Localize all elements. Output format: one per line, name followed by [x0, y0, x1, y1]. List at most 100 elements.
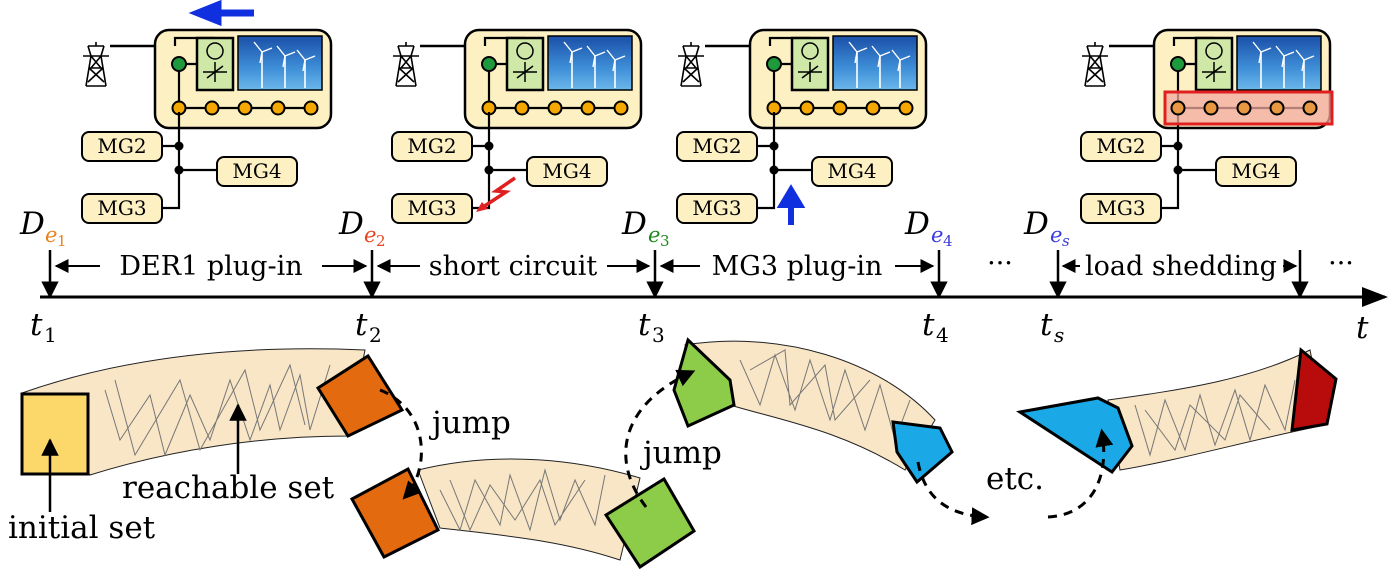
mg3-label: MG3 — [407, 196, 456, 220]
de4-sub: e — [931, 223, 943, 247]
jump-label-1: jump — [429, 405, 511, 441]
event-label-de1: D e 1 — [19, 206, 67, 250]
tube-4-hatching — [1134, 379, 1296, 457]
timeline: DER1 plug-in short circuit MG3 plug-in l… — [30, 248, 1388, 347]
grid-node — [1170, 56, 1186, 72]
mg3-label: MG3 — [692, 196, 741, 220]
de1-sub: e — [45, 223, 57, 247]
svg-text:t: t — [638, 307, 651, 343]
tube-segment-1 — [21, 348, 366, 476]
event-ticks — [41, 250, 1309, 299]
svg-text:s: s — [1054, 323, 1064, 347]
de4-base: D — [904, 206, 930, 242]
load-node — [865, 100, 881, 116]
mg2-box — [81, 131, 163, 162]
load-node — [270, 100, 286, 116]
tube-1-hatching — [104, 363, 331, 457]
jump-arrow-1 — [379, 388, 423, 500]
des-subsub: s — [1062, 232, 1070, 250]
mg3-box — [676, 193, 758, 224]
mg4-label: MG4 — [1231, 159, 1280, 183]
tube-2-hatching — [439, 468, 606, 532]
tube-segment-4 — [1107, 349, 1326, 471]
time-axis-arrowhead — [1362, 287, 1388, 307]
des-base: D — [1023, 206, 1049, 242]
de3-base: D — [621, 206, 647, 242]
jump-arrow-4 — [1047, 428, 1114, 519]
interval-label-short-circuit: short circuit — [429, 251, 598, 282]
set-orange-t2-pre — [315, 353, 405, 438]
wind-farm-icon — [547, 35, 633, 91]
de2-sub: e — [364, 223, 376, 247]
set-blue-t4 — [891, 420, 954, 485]
grid-node — [171, 56, 187, 72]
load-node — [580, 100, 596, 116]
transmission-tower-icon — [677, 41, 705, 87]
mg4-box — [526, 156, 608, 187]
load-node — [303, 100, 319, 116]
mg4-label: MG4 — [542, 159, 591, 183]
mg2-box — [1080, 131, 1162, 162]
ellipsis-1: ··· — [987, 248, 1013, 279]
etc-label: etc. — [986, 461, 1044, 497]
load-node — [237, 100, 253, 116]
interval-label-der1-plugin: DER1 plug-in — [119, 251, 302, 282]
event-label-des: D e s — [1023, 206, 1070, 250]
interval-label-load-shedding: load shedding — [1085, 251, 1277, 282]
mg4-label: MG4 — [827, 159, 876, 183]
time-label-t4: t 4 — [922, 307, 949, 347]
load-node — [613, 100, 629, 116]
time-label-ts: t s — [1040, 307, 1064, 347]
de3-sub: e — [648, 223, 660, 247]
wind-farm-icon — [237, 35, 323, 91]
ellipsis-2: ··· — [1328, 248, 1354, 279]
arrow-left-icon — [188, 0, 254, 27]
transmission-tower-icon — [82, 41, 110, 87]
lightning-fault-icon — [479, 176, 516, 211]
mg4-label: MG4 — [232, 159, 281, 183]
mg3-box — [81, 193, 163, 224]
mg3-label: MG3 — [1096, 196, 1145, 220]
mg3-label: MG3 — [97, 196, 146, 220]
event-label-de4: D e 4 — [904, 206, 953, 250]
de4-subsub: 4 — [943, 232, 953, 250]
mg4-box — [1215, 156, 1297, 187]
set-blue-ts — [1016, 396, 1134, 475]
jump-arrow-3 — [916, 461, 990, 526]
set-darkred-final — [1290, 347, 1338, 432]
initial-set — [20, 392, 90, 476]
grid-node — [481, 56, 497, 72]
transmission-tower-icon — [392, 41, 420, 87]
load-node — [898, 100, 914, 116]
load-node — [832, 100, 848, 116]
time-label-t1: t 1 — [30, 307, 57, 347]
reachable-sets: jump jump etc. reachable set initial set — [8, 337, 1338, 570]
load-node — [204, 100, 220, 116]
svg-text:2: 2 — [369, 323, 382, 347]
mg2-label: MG2 — [1096, 134, 1145, 158]
de2-base: D — [338, 206, 364, 242]
tube-3-hatching — [739, 349, 911, 442]
mg2-box — [676, 131, 758, 162]
load-node — [799, 100, 815, 116]
svg-text:3: 3 — [652, 323, 665, 347]
tube-segment-2 — [417, 458, 641, 561]
mg3-box — [1080, 193, 1162, 224]
tube-segment-3 — [684, 340, 936, 471]
mg4-box — [216, 156, 298, 187]
mg3-box — [391, 193, 473, 224]
svg-text:t: t — [1040, 307, 1053, 343]
de1-base: D — [19, 206, 45, 242]
initial-set-label: initial set — [8, 510, 156, 546]
svg-text:t: t — [922, 307, 935, 343]
load-node — [547, 100, 563, 116]
de2-subsub: 2 — [376, 232, 386, 250]
grid-node — [766, 56, 782, 72]
event-label-de2: D e 2 — [338, 206, 386, 250]
jump-label-2: jump — [640, 435, 722, 471]
